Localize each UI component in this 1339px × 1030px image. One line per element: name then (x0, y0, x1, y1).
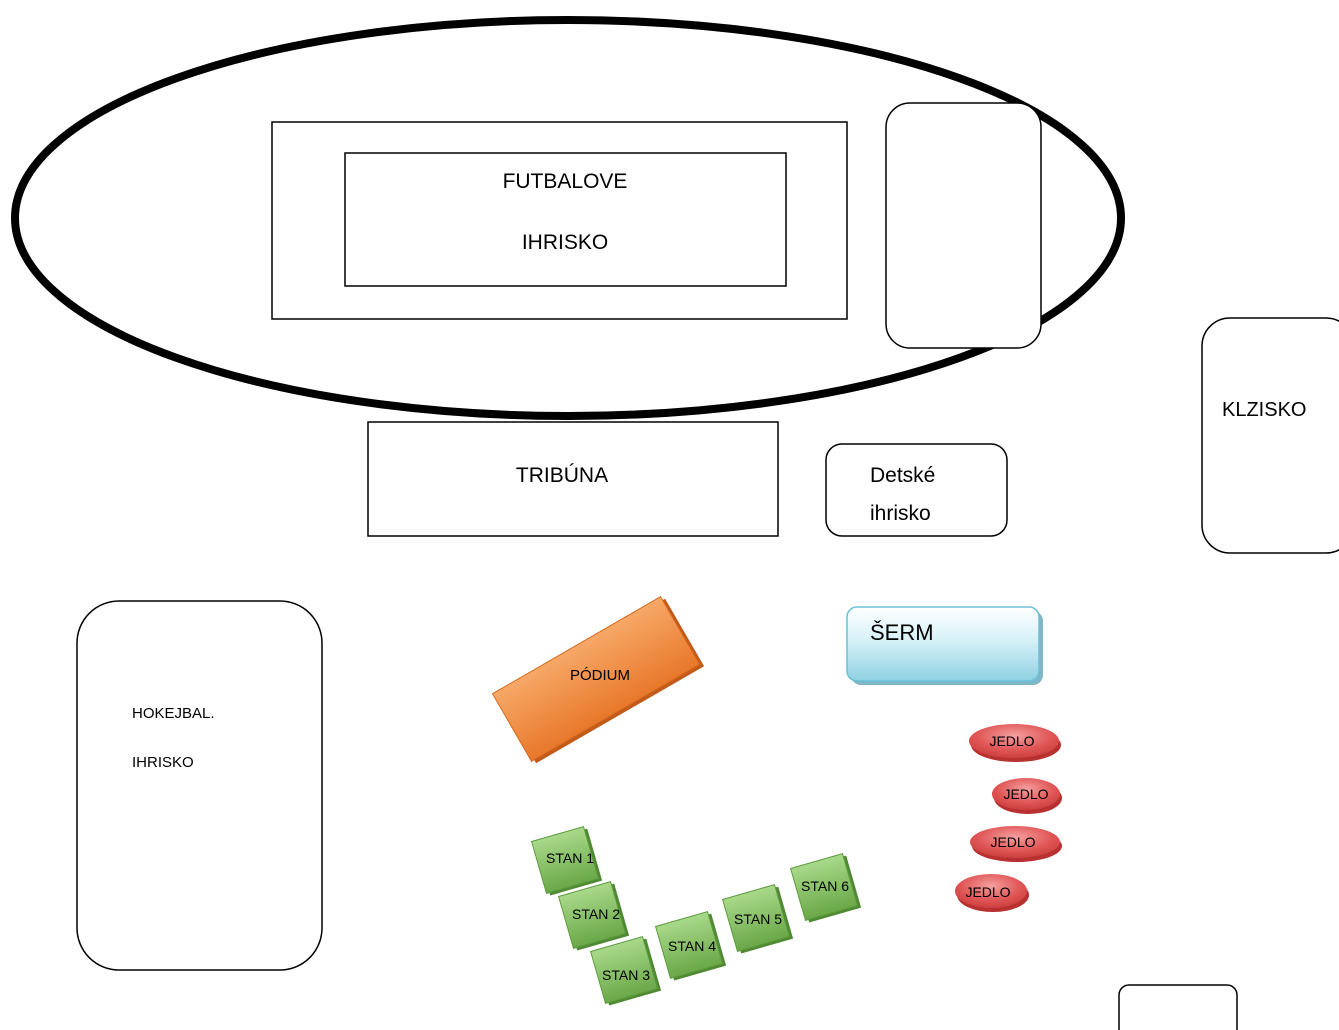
hockeyball-field (76, 600, 323, 971)
childrens-playground (825, 443, 1008, 537)
football-label-line1: FUTBALOVE (503, 170, 628, 193)
rink-label: KLZISKO (1222, 399, 1306, 421)
running-track (11, 16, 1125, 420)
football-field-inner (344, 152, 787, 287)
tent (530, 825, 603, 896)
playground-label-line1: Detské (870, 464, 935, 487)
stage-label: PÓDIUM (570, 667, 630, 684)
tent-label: STAN 3 (602, 967, 650, 983)
hockey-label-line1: HOKEJBAL. (132, 705, 215, 722)
tent (589, 935, 662, 1006)
fencing-label: ŠERM (870, 620, 934, 645)
food-label: JEDLO (989, 733, 1034, 749)
ice-rink (1201, 317, 1339, 554)
playground-label-line2: ihrisko (870, 502, 931, 525)
tribune (367, 421, 779, 537)
food-stand: JEDLO (992, 778, 1062, 814)
hockey-label-line2: IHRISKO (132, 754, 194, 771)
food-stand: JEDLO (955, 874, 1029, 912)
tent (654, 910, 727, 981)
tent-label: STAN 1 (546, 850, 594, 866)
track-side-area (885, 102, 1042, 349)
tent (789, 852, 862, 923)
tent-label: STAN 6 (801, 878, 849, 894)
food-label: JEDLO (990, 834, 1035, 850)
food-stand: JEDLO (970, 826, 1062, 862)
tent-label: STAN 5 (734, 911, 782, 927)
fencing-area (846, 606, 1040, 682)
food-label: JEDLO (965, 884, 1010, 900)
unlabeled-box (1118, 984, 1238, 1030)
tent-label: STAN 2 (572, 906, 620, 922)
food-label: JEDLO (1003, 786, 1048, 802)
stage (491, 596, 705, 764)
tent-label: STAN 4 (668, 938, 716, 954)
tribune-label: TRIBÚNA (516, 464, 608, 487)
tent (557, 880, 630, 951)
food-stand: JEDLO (969, 724, 1061, 762)
tent (721, 883, 794, 954)
football-label-line2: IHRISKO (522, 231, 608, 254)
football-field-outer (271, 121, 848, 320)
